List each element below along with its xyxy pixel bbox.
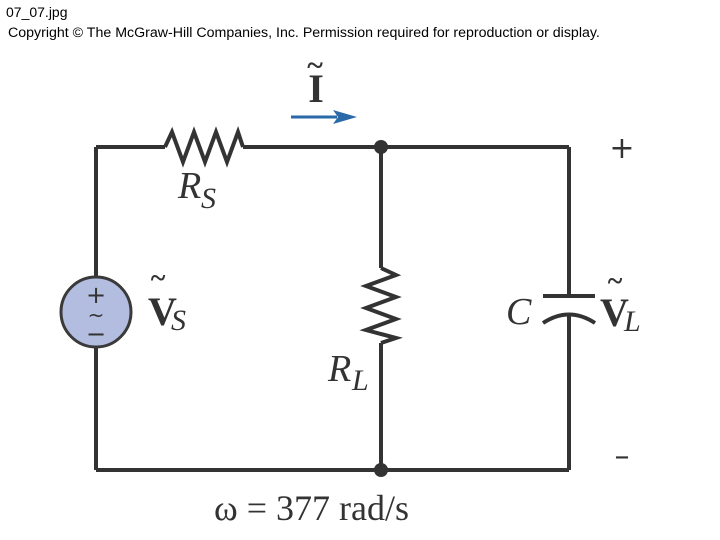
capacitor-label: C [506,291,532,333]
capacitor [541,294,597,325]
copyright-notice: Copyright © The McGraw-Hill Companies, I… [8,25,600,41]
voltage-source-body [59,275,133,349]
capacitor-plate-bottom [541,312,597,325]
resistor-rl [359,266,403,345]
resistor-rs [163,125,245,168]
source-label-symbol: V [148,289,177,334]
source-label-subscript: S [171,304,186,337]
source-minus-sign: − [86,320,106,348]
wires [94,145,571,472]
current-arrow-head [333,110,357,124]
rl-label-subscript: L [351,364,369,397]
current-arrow [291,110,357,124]
source-wave-glyph: ~ [88,303,105,327]
rs-label-symbol: R [177,165,201,207]
current-symbol: I [308,66,324,111]
rs-label-subscript: S [201,182,216,215]
vl-minus-sign: – [615,439,630,474]
rl-label-symbol: R [327,348,351,390]
vl-plus-sign: + [609,131,634,166]
file-name: 07_07.jpg [6,4,68,20]
current-tilde: ~ [307,49,323,82]
source-plus-sign: + [86,281,106,309]
voltage-source: + ~ − [59,275,133,349]
vl-label-tilde: ~ [608,266,623,297]
omega-equation: ω = 377 rad/s [214,488,409,528]
junction-node-bottom [374,463,388,477]
junction-node-top [374,140,388,154]
vl-label-subscript: L [623,305,641,338]
vl-label-symbol: V [600,290,629,335]
source-label-tilde: ~ [151,263,166,294]
